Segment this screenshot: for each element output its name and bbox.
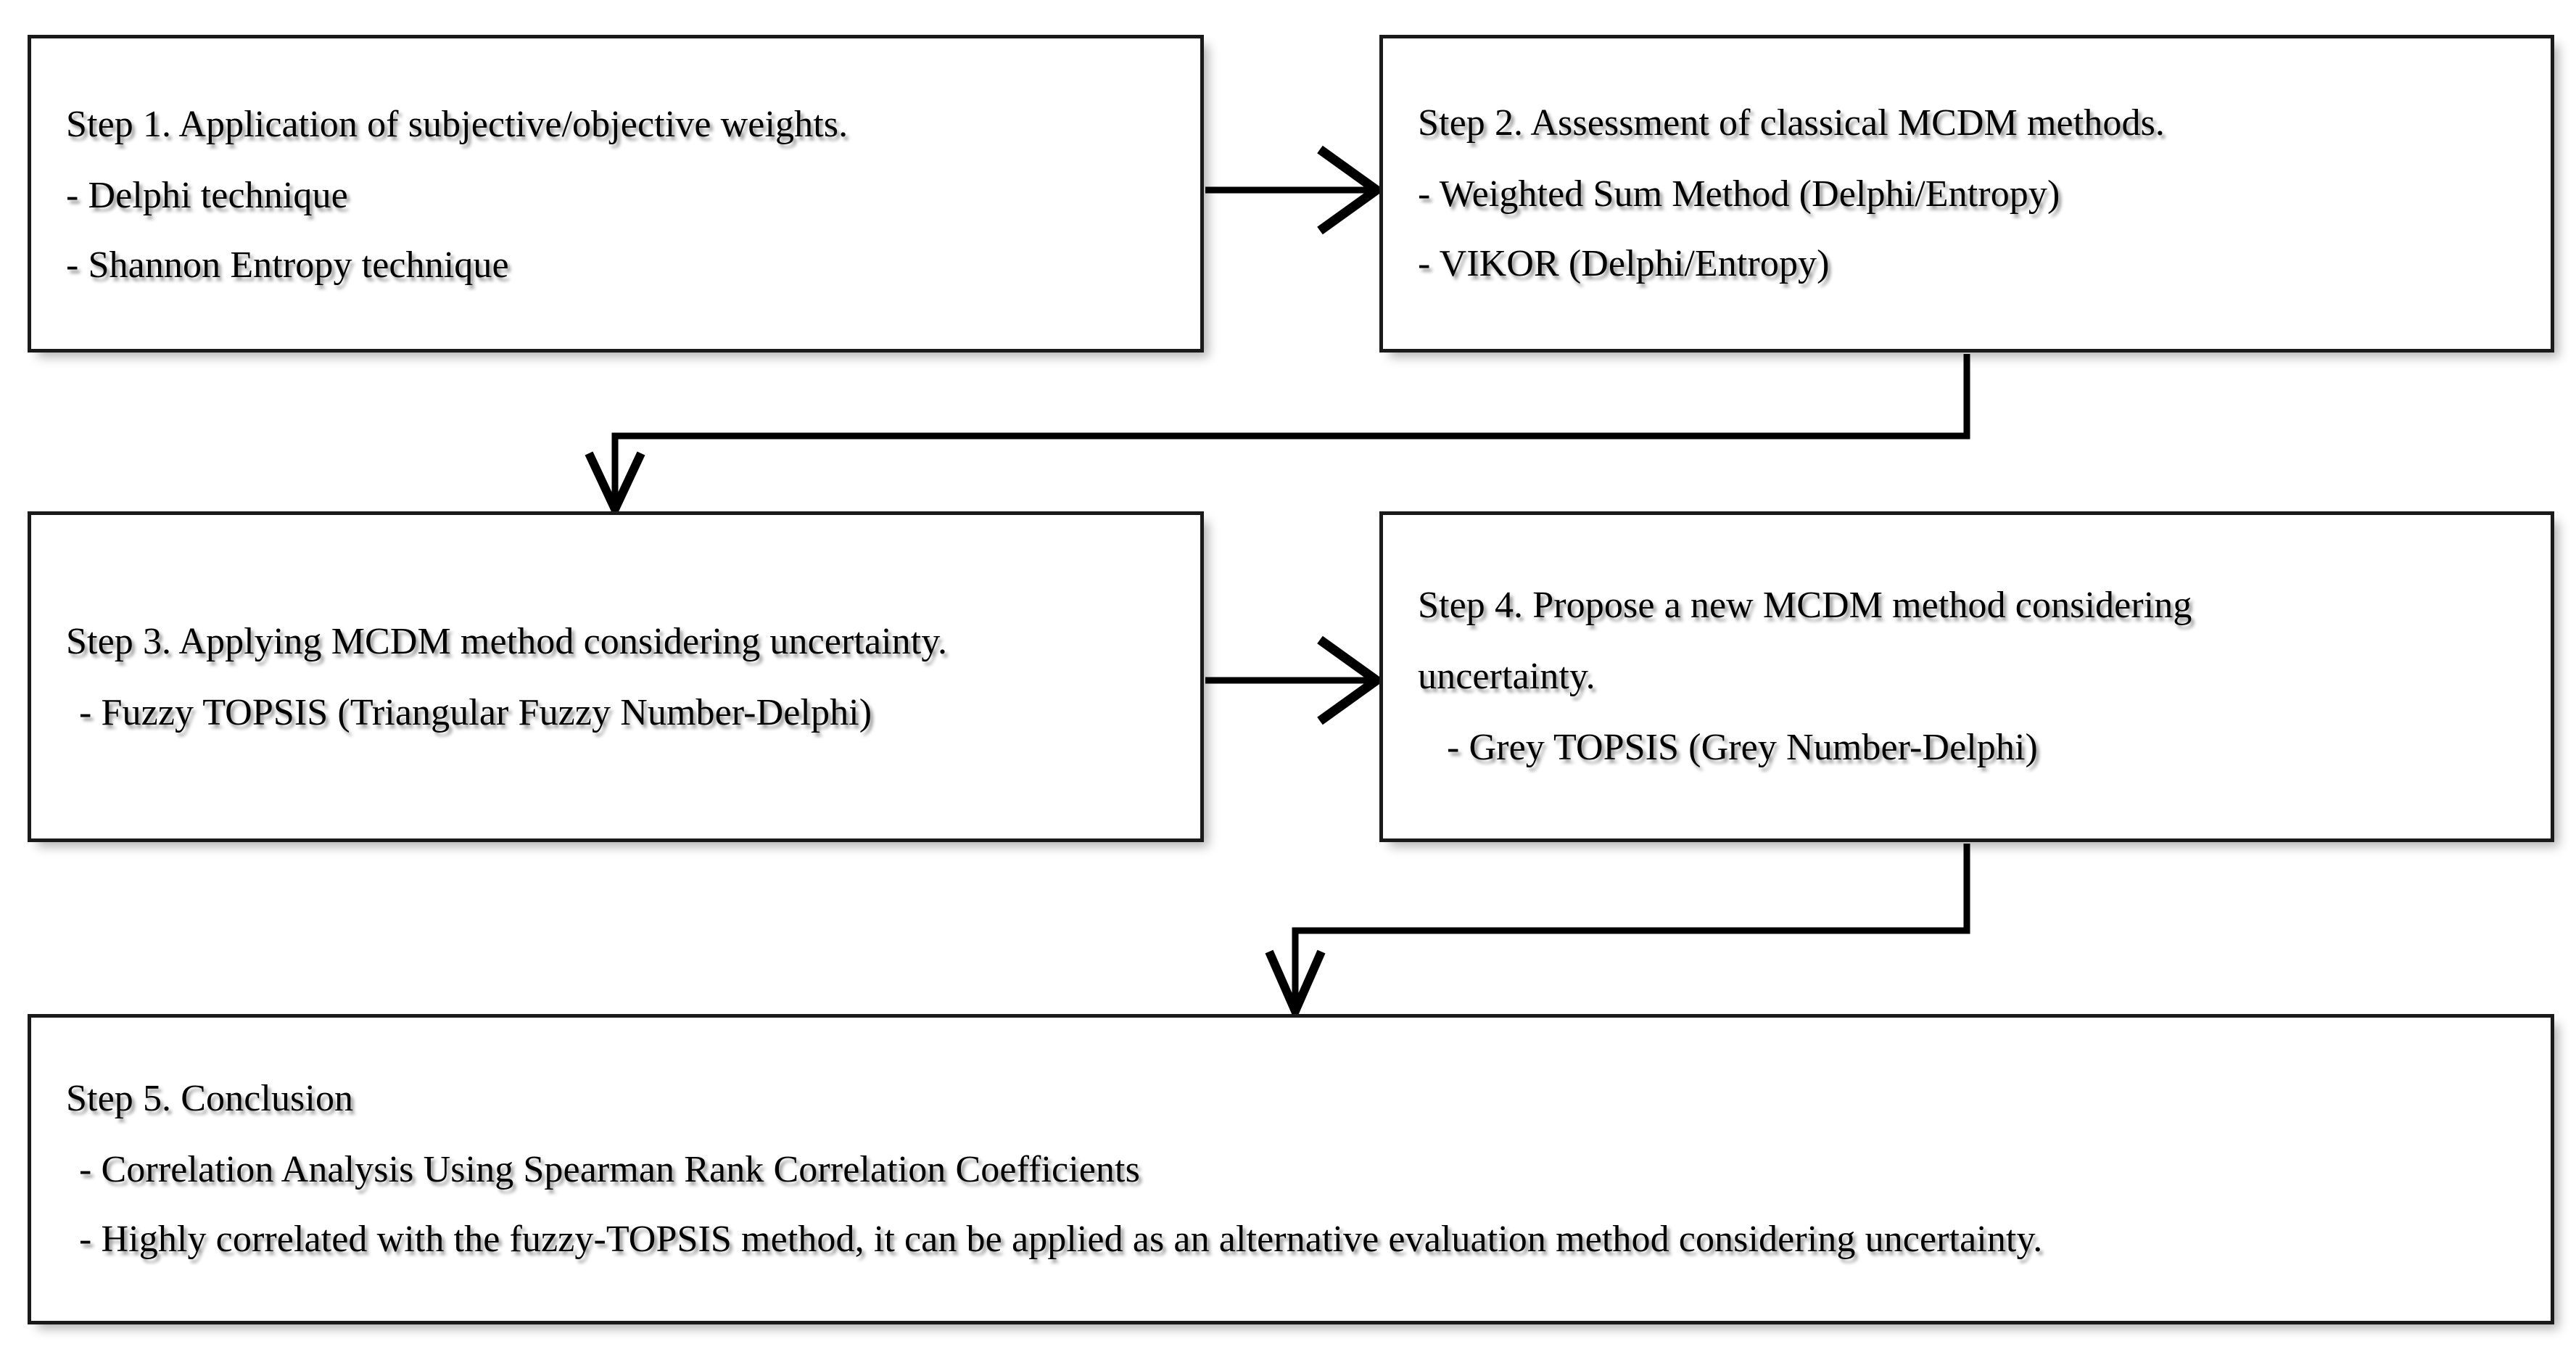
arrowhead-open	[1265, 949, 1326, 1022]
step-box-4[interactable]: Step 4. Propose a new MCDM method consid…	[1379, 511, 2554, 842]
step-2-heading: Step 2. Assessment of classical MCDM met…	[1418, 102, 2166, 144]
connector-line	[611, 354, 1970, 500]
step-4-heading-line2: uncertainty.	[1418, 655, 1595, 697]
step-3-bullet-1: - Fuzzy TOPSIS (Triangular Fuzzy Number-…	[79, 692, 872, 733]
arrowhead-open	[585, 451, 645, 520]
connector-step1-to-step2	[1205, 145, 1385, 235]
step-5-bullet-1: - Correlation Analysis Using Spearman Ra…	[79, 1148, 1140, 1190]
step-box-3[interactable]: Step 3. Applying MCDM method considering…	[28, 511, 1204, 842]
step-2-bullet-2: - VIKOR (Delphi/Entropy)	[1418, 243, 1830, 285]
step-4-heading: Step 4. Propose a new MCDM method consid…	[1418, 584, 2192, 626]
step-3-heading: Step 3. Applying MCDM method considering…	[66, 620, 948, 662]
step-4-content: Step 4. Propose a new MCDM method consid…	[1383, 584, 2551, 769]
step-box-5[interactable]: Step 5. Conclusion - Correlation Analysi…	[28, 1014, 2554, 1324]
arrowhead-open	[1317, 145, 1385, 235]
arrowhead-open	[1317, 635, 1385, 725]
step-2-bullet-1: - Weighted Sum Method (Delphi/Entropy)	[1418, 173, 2060, 215]
step-1-content: Step 1. Application of subjective/object…	[31, 102, 1200, 285]
step-box-2[interactable]: Step 2. Assessment of classical MCDM met…	[1379, 35, 2554, 353]
step-box-1[interactable]: Step 1. Application of subjective/object…	[28, 35, 1204, 353]
step-5-content: Step 5. Conclusion - Correlation Analysi…	[31, 1079, 2551, 1259]
step-1-bullet-1: - Delphi technique	[66, 174, 348, 216]
step-4-bullet-1: - Grey TOPSIS (Grey Number-Delphi)	[1447, 727, 2038, 769]
step-1-heading: Step 1. Application of subjective/object…	[66, 103, 849, 145]
step-5-heading: Step 5. Conclusion	[66, 1077, 354, 1119]
step-1-bullet-2: - Shannon Entropy technique	[66, 244, 509, 287]
step-5-bullet-2: - Highly correlated with the fuzzy-TOPSI…	[79, 1219, 2043, 1261]
connector-step2-to-step3	[585, 354, 1970, 520]
step-3-content: Step 3. Applying MCDM method considering…	[31, 621, 1200, 733]
connector-step4-to-step5	[1265, 844, 1970, 1022]
connector-step3-to-step4	[1205, 635, 1385, 725]
connector-line	[1292, 844, 1970, 1004]
step-2-content: Step 2. Assessment of classical MCDM met…	[1383, 102, 2551, 285]
